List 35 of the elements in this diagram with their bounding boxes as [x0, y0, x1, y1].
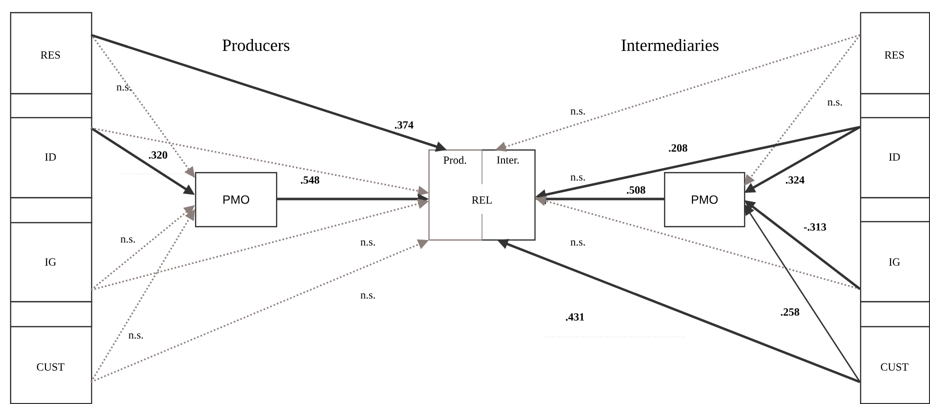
edge-label: .324 — [786, 176, 804, 184]
relationship-box: Prod. Inter. REL — [428, 149, 536, 241]
group-title: Intermediaries — [622, 39, 718, 51]
edge-label: .258 — [780, 308, 800, 316]
edge-label: n.s. — [360, 293, 375, 299]
construct-box: ID — [860, 117, 930, 198]
edge-label: n.s. — [116, 85, 131, 91]
spacer-box — [10, 300, 92, 328]
edge-label: -.313 — [804, 223, 826, 231]
mediator-box: PMO — [664, 172, 746, 228]
edge-label: .431 — [566, 313, 584, 321]
edge-label: n.s. — [128, 333, 143, 339]
construct-box: ID — [10, 117, 92, 198]
edge-label: .320 — [146, 150, 170, 160]
note-label: n.s. — [570, 175, 585, 181]
spacer-box — [860, 300, 930, 328]
group-title: Producers — [222, 39, 290, 51]
edge-label: n.s. — [570, 240, 585, 246]
construct-box: IG — [10, 222, 92, 302]
edge-label: .374 — [394, 121, 414, 129]
edge-label: n.s. — [360, 240, 375, 246]
edge-label: .548 — [300, 176, 320, 184]
edge-label: .508 — [626, 186, 646, 194]
edge-label: n.s. — [570, 109, 585, 115]
mediator-box: PMO — [195, 172, 278, 228]
edge-label: n.s. — [120, 237, 135, 243]
construct-box: CUST — [860, 326, 930, 404]
edge-label: .208 — [668, 144, 688, 152]
edge-label: n.s. — [828, 100, 842, 106]
spacer-box — [860, 197, 930, 222]
spacer-box — [860, 93, 930, 118]
construct-box: CUST — [10, 326, 92, 404]
construct-box: RES — [860, 12, 930, 94]
construct-box: IG — [860, 221, 930, 302]
construct-box: RES — [10, 12, 92, 94]
